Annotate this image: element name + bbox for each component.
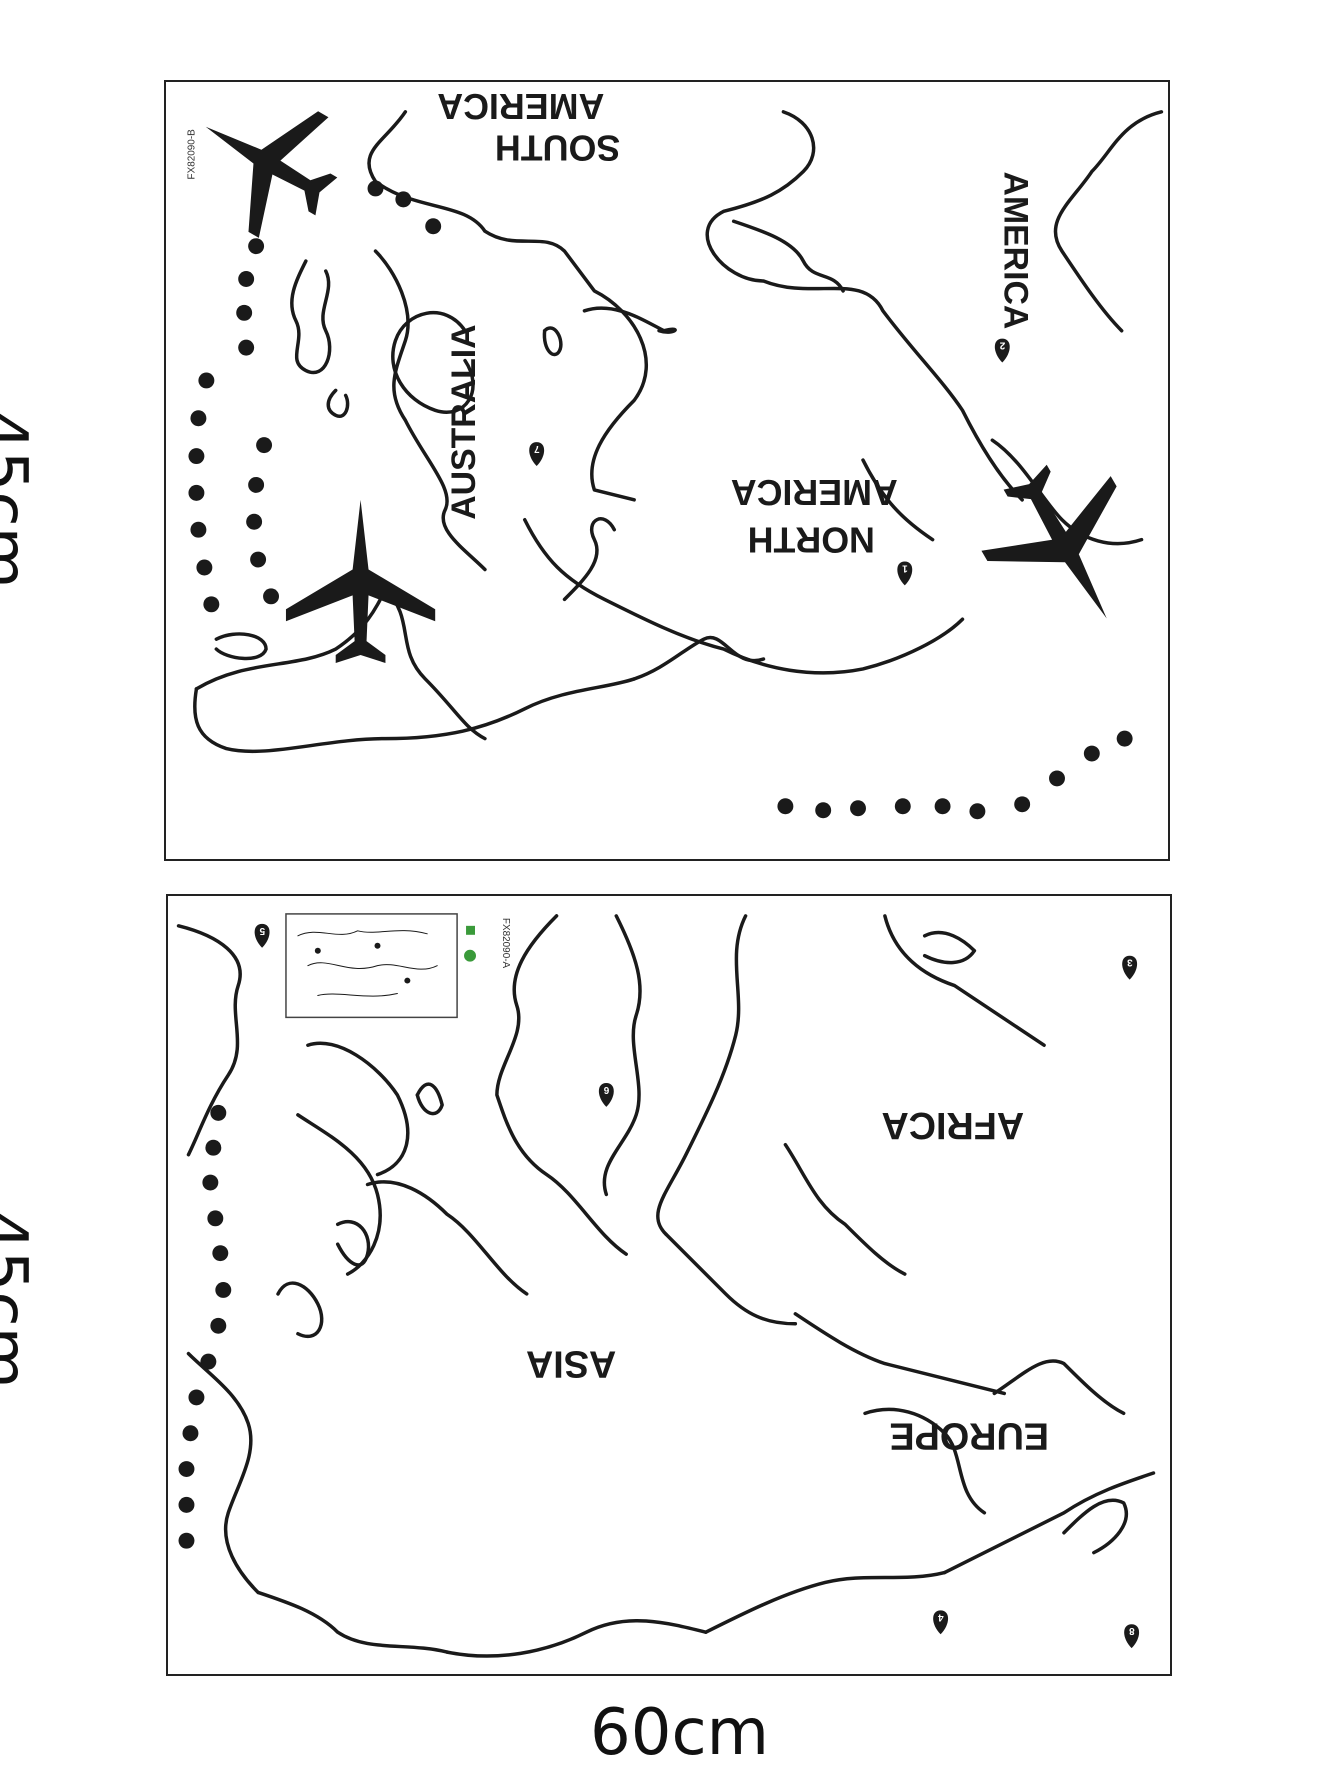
airplane-icon (205, 111, 338, 238)
coastline (326, 388, 350, 418)
coastline (276, 1281, 324, 1339)
coastline (632, 635, 766, 681)
svg-text:8: 8 (1129, 1625, 1135, 1636)
pin-marker: 4 (933, 1610, 949, 1635)
coastline (942, 1471, 1156, 1575)
label-asia: ASIA (526, 1343, 616, 1385)
dimension-height-top: 45cm (0, 410, 40, 589)
airplane-icon (285, 499, 436, 664)
dimension-height-bottom: 45cm (0, 1210, 40, 1389)
coastline (863, 1407, 987, 1515)
coastline (373, 249, 487, 572)
coastline (883, 914, 1046, 1047)
svg-text:5: 5 (259, 925, 265, 936)
coastline (705, 110, 1024, 502)
coastline (193, 677, 636, 754)
coastline (415, 1082, 444, 1116)
pin-marker: 2 (994, 338, 1010, 363)
coastline (365, 1180, 529, 1296)
pin-marker: 8 (1124, 1624, 1140, 1649)
coastline (522, 518, 965, 675)
coastline (542, 326, 563, 357)
svg-text:6: 6 (603, 1084, 609, 1095)
pin-marker: 5 (254, 923, 270, 948)
sheet-b-map: FX82090-B AMERICA SOUTH AMERICA AUSTRALI… (186, 86, 1164, 820)
svg-text:7: 7 (534, 443, 540, 454)
coastline (992, 1359, 1126, 1416)
coastline (367, 110, 648, 502)
coastline (783, 1142, 907, 1276)
label-africa: AFRICA (881, 1104, 1024, 1146)
sticker-sheet-b: FX82090-B AMERICA SOUTH AMERICA AUSTRALI… (164, 80, 1170, 861)
coastline (861, 458, 935, 542)
coastline (990, 438, 1144, 546)
coastline (582, 306, 677, 334)
sticker-sheet-a: FX82090-A AFRICA (166, 894, 1172, 1676)
coastline (391, 311, 475, 414)
coastline (562, 517, 617, 602)
label-south-america-cut: AMERICA (437, 86, 604, 126)
coastline (602, 914, 642, 1197)
flight-path-dots (188, 180, 1133, 820)
label-australia: AUSTRALIA (445, 324, 483, 519)
svg-text:3: 3 (1127, 957, 1133, 968)
svg-text:1: 1 (902, 563, 908, 574)
coastline (731, 219, 845, 293)
airplane-icon (981, 464, 1117, 619)
coastline (290, 259, 332, 375)
coastline (664, 1232, 798, 1326)
coastline (194, 587, 487, 741)
dimension-width: 60cm (590, 1696, 769, 1770)
pin-marker: 6 (598, 1083, 614, 1107)
label-north: NORTH (748, 520, 875, 560)
coastline (495, 914, 628, 1256)
product-code: FX82090-B (186, 129, 197, 180)
coastline (704, 1570, 947, 1634)
coastline (256, 1590, 449, 1654)
svg-text:4: 4 (938, 1611, 944, 1622)
pin-marker: 1 (897, 561, 913, 586)
coastline (445, 1618, 708, 1658)
coastline (186, 1351, 260, 1595)
label-america: AMERICA (996, 172, 1034, 330)
sheet-a-map: FX82090-A AFRICA (176, 913, 1156, 1658)
coastline (922, 930, 977, 965)
coastline (306, 1041, 410, 1177)
pin-marker: 7 (529, 442, 545, 467)
coastline (1062, 1498, 1128, 1555)
eco-badge-icon (464, 925, 476, 962)
label-europe: EUROPE (889, 1414, 1049, 1456)
label-north-america: AMERICA (731, 472, 898, 512)
coastline (176, 924, 242, 1157)
coastline (335, 1220, 371, 1267)
pin-marker: 3 (1122, 955, 1138, 980)
coastline (793, 1312, 1007, 1396)
product-code: FX82090-A (500, 918, 511, 969)
label-south: SOUTH (495, 128, 620, 168)
flight-path-dots (178, 1104, 232, 1549)
coastline (214, 632, 268, 661)
coastline (1053, 110, 1164, 333)
coastline (656, 914, 748, 1237)
svg-text:2: 2 (999, 340, 1005, 351)
preview-thumbnail (285, 913, 458, 1019)
